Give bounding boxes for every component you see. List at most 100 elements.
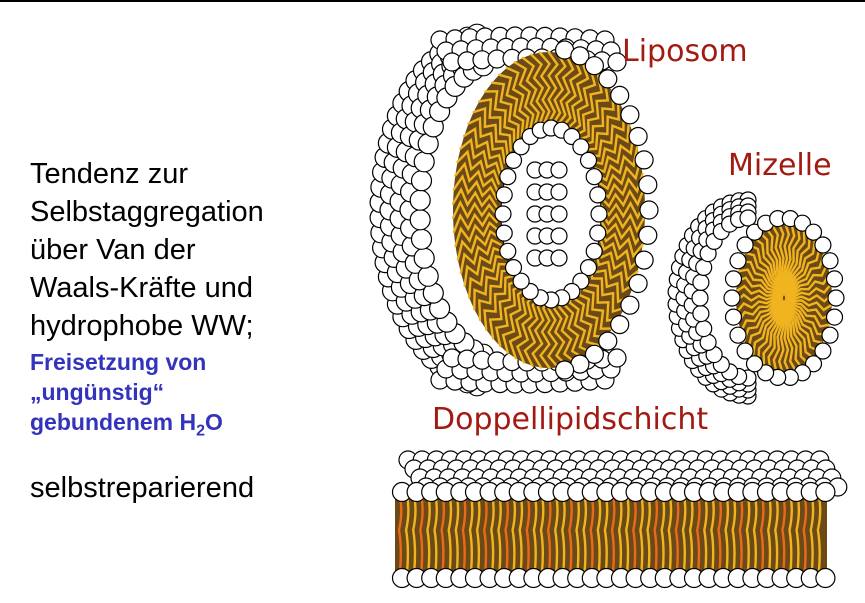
lipid-head	[745, 355, 764, 373]
lipid-head	[550, 227, 568, 245]
lipid-head	[410, 228, 433, 250]
micelle-tail	[777, 300, 786, 376]
micelle-tail	[764, 226, 785, 296]
bilayer-illustration	[391, 450, 848, 589]
micelle-tail	[747, 299, 784, 350]
lipid-head	[745, 223, 764, 241]
bilayer-tail	[546, 495, 552, 573]
liposome-tail	[600, 186, 646, 209]
lipid-head	[550, 205, 568, 223]
liposome-tail	[454, 161, 499, 193]
micelle-tail	[737, 268, 783, 298]
bilayer-tail	[475, 495, 481, 573]
liposome-tail	[552, 51, 567, 125]
liposome-tail	[467, 116, 506, 164]
bilayer-tail	[553, 495, 559, 573]
highlight-line: „ungünstig“	[30, 379, 165, 405]
lipid-head	[724, 308, 743, 326]
liposome-tail	[596, 146, 639, 182]
lipid-head	[495, 186, 513, 204]
lipid-head	[504, 259, 523, 277]
lipid-head	[825, 270, 844, 288]
liposome-tail	[547, 50, 559, 125]
water-subscript: 2	[196, 422, 206, 440]
lipid-head	[814, 342, 832, 360]
bilayer-tail	[745, 495, 751, 573]
lipid-head	[410, 170, 433, 192]
liposome-tail	[508, 290, 532, 360]
lipid-head	[821, 326, 839, 344]
lipid-head	[695, 320, 713, 338]
bilayer-tail	[674, 495, 680, 573]
bilayer-tail	[518, 495, 524, 573]
water-suffix: O	[205, 409, 223, 435]
liposome-tail	[539, 295, 551, 370]
bilayer-tail	[795, 495, 801, 573]
liposome-tail	[582, 273, 614, 330]
lipid-head	[585, 242, 603, 260]
text-line: über Van der	[30, 234, 196, 266]
liposome-tail	[558, 292, 577, 364]
lipid-head	[815, 481, 836, 503]
bilayer-tail	[561, 495, 566, 573]
liposome-tail	[594, 133, 635, 174]
liposome-tail	[498, 73, 525, 137]
bilayer-tail	[710, 495, 715, 573]
micelle-tail	[777, 221, 786, 296]
bilayer-tail	[681, 495, 687, 573]
liposome-tail	[456, 149, 500, 185]
liposome-tail	[561, 56, 583, 128]
bilayer-tail	[816, 495, 822, 573]
liposome-tail	[478, 269, 513, 321]
liposome-tail	[552, 294, 568, 367]
liposome-tail	[597, 159, 642, 191]
liposome-tail	[501, 287, 528, 354]
micelle-tail	[751, 299, 784, 358]
lipid-head	[724, 270, 743, 288]
liposome-tail	[578, 80, 610, 141]
liposome-illustration	[369, 23, 659, 397]
lipid-head	[550, 161, 568, 179]
micelle-tail	[785, 263, 829, 298]
liposome-tail	[531, 295, 546, 369]
bilayer-tail	[802, 495, 808, 573]
micelle-label: Mizelle	[728, 148, 832, 183]
micelle-tail	[785, 298, 831, 328]
lipid-head	[570, 46, 590, 66]
bilayer-tail	[596, 495, 602, 573]
lipid-head	[610, 85, 630, 106]
bilayer-tail	[766, 495, 772, 573]
bilayer-tail	[809, 495, 815, 573]
lipid-head	[413, 151, 435, 173]
bilayer-tail	[468, 495, 474, 573]
lipid-head	[572, 138, 590, 156]
liposome-tail	[585, 99, 620, 151]
micelle-tail	[784, 299, 815, 359]
liposome-tail	[600, 200, 647, 221]
liposome-tail	[600, 212, 647, 234]
lipid-head	[729, 326, 747, 344]
micelle-tail	[734, 293, 783, 303]
micelle-tail	[782, 300, 791, 375]
liposome-tail	[483, 274, 516, 331]
bilayer-tail	[504, 495, 509, 573]
micelle-tail	[772, 300, 785, 375]
micelle-tail	[783, 300, 798, 373]
lipid-head	[736, 342, 754, 360]
micelle-tail	[743, 298, 784, 342]
micelle-tail	[784, 299, 820, 353]
liposome-tail	[468, 254, 507, 299]
liposome-tail	[568, 286, 593, 354]
micelle-tail	[758, 231, 784, 296]
bilayer-tail	[703, 495, 708, 573]
bilayer-tail	[582, 495, 588, 573]
micelle-tail	[785, 272, 831, 298]
text-line: Waals-Kräfte und	[30, 272, 253, 304]
bilayer-tail	[653, 495, 659, 573]
liposome-tail	[459, 137, 502, 178]
liposome-tail	[596, 242, 639, 283]
lipid-head	[634, 250, 654, 270]
lipid-head	[495, 224, 513, 242]
bilayer-tail	[454, 495, 460, 573]
lipid-head	[413, 247, 435, 269]
